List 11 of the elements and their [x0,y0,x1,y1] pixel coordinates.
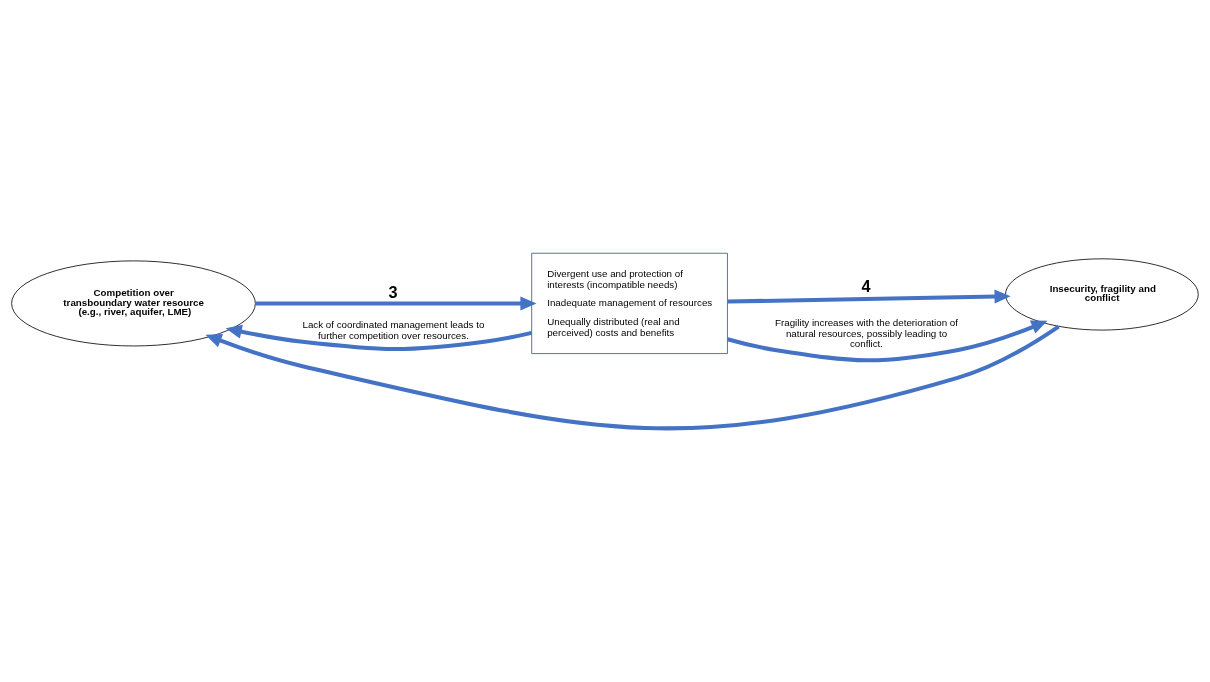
edge-label: 4 [861,277,871,296]
edge-label: Lack of coordinated management leads to further competition over resources. [302,319,485,341]
edge-label: Fragility increases with the deterioration of natural resources, possibly leading to conflict. [775,316,958,350]
arrow [225,324,533,352]
node-ellipse: Insecurity, fragility and conflict [1005,258,1199,331]
arrow [205,324,1060,431]
arrow [727,289,1011,304]
node-box: Divergent use and protection of interests (incompatible needs) Inadequate management of resources Unequally distributed (real and perceived) costs and benefits [531,252,728,354]
arrow [255,296,537,311]
arrow [727,320,1048,363]
edge-label: 3 [388,282,398,301]
